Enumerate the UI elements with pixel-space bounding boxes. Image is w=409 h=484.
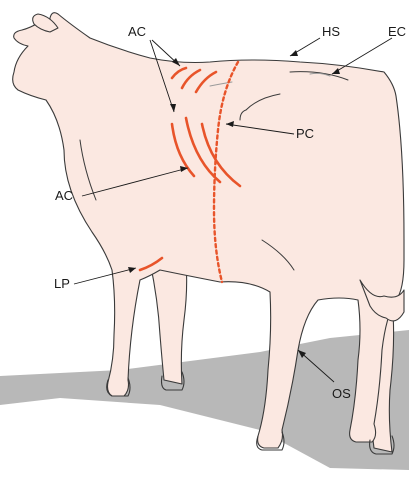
label-hs: HS	[322, 24, 340, 39]
label-ac-left: AC	[55, 188, 73, 203]
label-lp: LP	[54, 276, 70, 291]
label-pc: PC	[296, 126, 314, 141]
label-os: OS	[332, 386, 351, 401]
label-ac-top: AC	[128, 24, 146, 39]
label-ec: EC	[388, 24, 406, 39]
